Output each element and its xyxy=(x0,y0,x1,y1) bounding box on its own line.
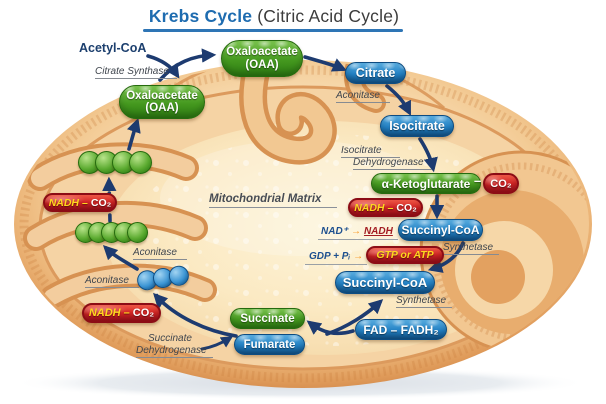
arrow-dashed-up xyxy=(102,176,117,223)
arrow-to-synthetase xyxy=(325,299,384,336)
enzyme-aconitase-low: Aconitase xyxy=(85,275,139,288)
nadh-dash: – xyxy=(82,196,88,209)
green-bead xyxy=(129,151,152,174)
enzyme-citrate-synthase: Citrate Synthase xyxy=(95,66,177,79)
arrow-citrate-to-isocitrate xyxy=(385,84,411,116)
orange-arrow-icon-2: → xyxy=(353,251,364,262)
mitochondrial-matrix-label: Mitochondrial Matrix xyxy=(209,193,338,208)
enzyme-aconitase-mid: Aconitase xyxy=(133,247,187,260)
enzyme-isocitrate-dh-line2: Dehydrogenase xyxy=(353,157,432,170)
membrane-crest xyxy=(149,62,445,110)
acetyl-coa-label: Acetyl-CoA xyxy=(79,41,147,55)
oxaloacetate-left-abbrev: (OAA) xyxy=(145,102,179,114)
arrow-sd-to-fumarate xyxy=(200,336,234,351)
enzyme-isocitrate-dh-line1: Isocitrate xyxy=(341,145,400,158)
fad-fadh2-pill: FAD – FADH₂ xyxy=(355,319,447,340)
page-title: Krebs Cycle (Citric Acid Cycle) xyxy=(118,6,430,27)
nadh-text: NADH xyxy=(48,196,80,209)
nad-plus-label: NAD⁺ xyxy=(321,226,348,237)
oxaloacetate-left-text: Oxaloacetate xyxy=(126,89,198,102)
nadh-co2-pill-left-1: NADH–CO₂ xyxy=(43,193,117,212)
co2-text: CO₂ xyxy=(396,201,417,214)
green-bead-chain-2 xyxy=(75,222,148,243)
nadh-co2-pill-right: NADH–CO₂ xyxy=(348,198,423,217)
citrate-pill: Citrate xyxy=(345,62,406,84)
enzyme-aconitase-right: Aconitase xyxy=(336,90,390,103)
alpha-ketoglutarate-pill: α-Ketoglutarate xyxy=(371,173,481,194)
arrow-oaatop-to-citrate xyxy=(303,55,347,72)
co2-text: CO₂ xyxy=(90,196,112,209)
gdp-pi-label: GDP + Pᵢ xyxy=(309,251,351,262)
nadh-co2-pill-left-2: NADH–CO₂ xyxy=(82,303,161,323)
title-underline xyxy=(143,29,403,32)
enzyme-synthetase-2: Synthetase xyxy=(396,295,453,308)
orange-arrow-icon: → xyxy=(350,226,361,237)
gdp-line-rule xyxy=(305,264,367,265)
title-main: Krebs Cycle xyxy=(148,6,253,26)
nad-line-rule xyxy=(318,239,398,240)
enzyme-succinate-dh-line1: Succinate xyxy=(148,333,192,344)
arrow-acetylcoa-in xyxy=(146,54,180,79)
arrow-chain-up xyxy=(102,244,139,271)
gdp-gtp-conversion: GDP + Pᵢ → xyxy=(309,251,363,262)
enzyme-succinate-dh-line2: Dehydrogenase xyxy=(136,345,213,358)
akg-co2-pill: CO₂ xyxy=(483,173,519,194)
oxaloacetate-top-text: Oxaloacetate xyxy=(226,46,298,59)
title-sub: (Citric Acid Cycle) xyxy=(257,6,400,26)
oxaloacetate-top-abbrev: (OAA) xyxy=(245,58,279,71)
isocitrate-pill: Isocitrate xyxy=(380,115,454,137)
arrow-chain1-to-oaa xyxy=(126,117,141,151)
oxaloacetate-left-pill: Oxaloacetate (OAA) xyxy=(119,85,205,119)
oxaloacetate-top-pill: Oxaloacetate (OAA) xyxy=(221,40,303,77)
arrow-succinyl1-to-succinyl2 xyxy=(427,241,465,273)
green-bead xyxy=(127,222,148,243)
nadh-text: NADH xyxy=(354,201,385,214)
nadh-dash: – xyxy=(123,307,130,319)
nad-nadh-conversion: NAD⁺ → NADH → xyxy=(321,226,406,237)
enzyme-synthetase-1: Synthetase xyxy=(443,242,500,255)
succinyl-coa-pill-2: Succinyl-CoA xyxy=(335,271,435,294)
succinate-pill: Succinate xyxy=(230,308,305,329)
fumarate-pill: Fumarate xyxy=(234,334,305,355)
akg-co2-dash: – xyxy=(474,173,482,188)
arrow-fumarate-to-chain xyxy=(153,292,238,338)
arrow-oaa-to-oaatop xyxy=(158,48,217,82)
nadh-label: NADH xyxy=(363,226,393,237)
co2-text: CO₂ xyxy=(132,307,155,319)
succinyl-coa-pill-1: Succinyl-CoA xyxy=(398,219,483,241)
gtp-atp-pill: GTP or ATP xyxy=(366,246,444,264)
green-bead-chain-1 xyxy=(78,151,152,174)
nadh-dash: – xyxy=(387,201,394,214)
arrow-isocitrate-to-akg xyxy=(418,137,438,173)
nadh-text: NADH xyxy=(88,307,121,319)
